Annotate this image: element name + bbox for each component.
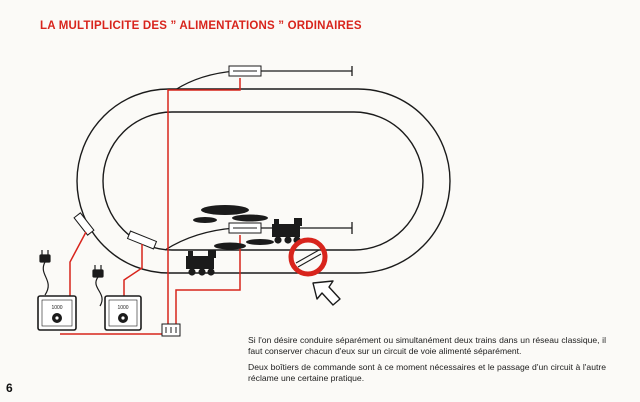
smoke-cloud	[193, 205, 274, 250]
top-siding	[174, 66, 353, 91]
page-title: LA MULTIPLICITE DES ” ALIMENTATIONS ” OR…	[40, 20, 362, 32]
page-number: 6	[6, 381, 13, 395]
arrow-outline-icon	[312, 280, 341, 306]
steam-locomotive-icon	[186, 250, 216, 276]
power-controller-1: 1000	[37, 295, 77, 331]
power-controller-2: 1000	[104, 295, 142, 331]
track-joint-bottom	[126, 230, 158, 250]
turnout-bottom	[228, 222, 262, 234]
paragraph-2: Deux boîtiers de commande sont à ce mome…	[248, 362, 606, 383]
controller-2-label: 1000	[117, 305, 128, 311]
oval-track	[76, 88, 451, 274]
track-joint-left	[73, 212, 95, 236]
paragraph-1: Si l'on désire conduire séparément ou si…	[248, 335, 606, 356]
circle-highlight	[288, 237, 328, 277]
turnout-top	[228, 65, 262, 77]
controller-1-label: 1000	[51, 305, 62, 311]
steam-locomotive-icon	[272, 218, 302, 244]
power-plug-icon	[39, 250, 51, 296]
power-plug-icon	[92, 265, 104, 307]
terminal-block	[161, 323, 181, 337]
